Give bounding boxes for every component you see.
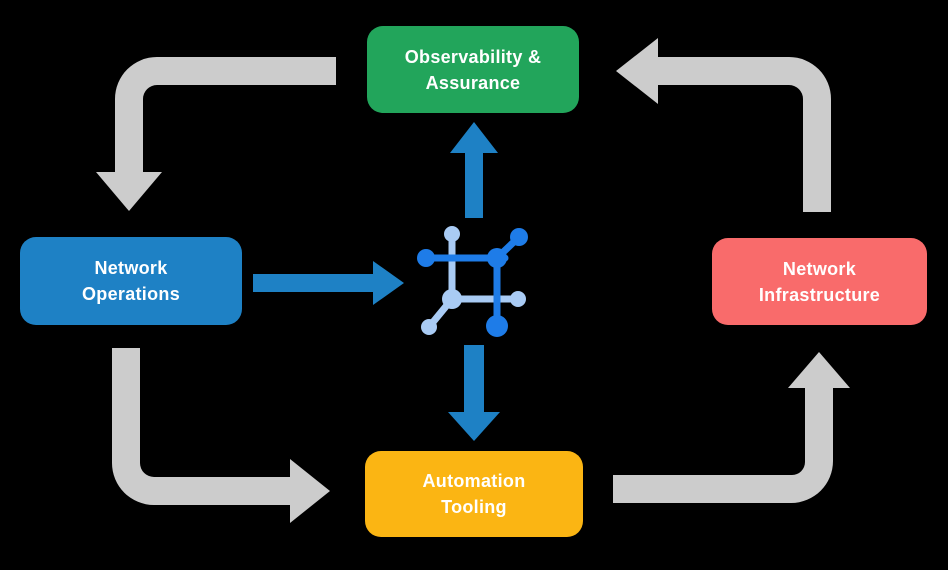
flow-arrow-infrastructure-to-observability — [616, 38, 831, 212]
network-mesh-icon-dark-part — [417, 228, 528, 337]
flow-arrow-operations-to-tooling — [112, 348, 330, 523]
node-observability-assurance-label: Observability & Assurance — [404, 46, 542, 93]
node-network-infrastructure: Network Infrastructure — [712, 238, 927, 325]
network-mesh-icon-light-part — [421, 226, 526, 335]
node-network-infrastructure-label: Network Infrastructure — [758, 258, 881, 305]
node-network-operations: Network Operations — [20, 237, 242, 325]
node-network-operations-label: Network Operations — [81, 258, 181, 304]
flow-arrow-observability-to-operations — [96, 57, 336, 211]
flow-arrow-tooling-to-infrastructure — [613, 352, 850, 503]
center-arrow-operations-to-center — [253, 261, 404, 305]
network-mesh-icon — [417, 226, 528, 337]
node-automation-tooling: Automation Tooling — [365, 451, 583, 537]
center-arrow-center-to-tooling — [448, 345, 500, 441]
center-arrow-center-to-observability — [450, 122, 498, 218]
node-automation-tooling-label: Automation Tooling — [422, 471, 526, 517]
node-observability-assurance: Observability & Assurance — [367, 26, 579, 113]
